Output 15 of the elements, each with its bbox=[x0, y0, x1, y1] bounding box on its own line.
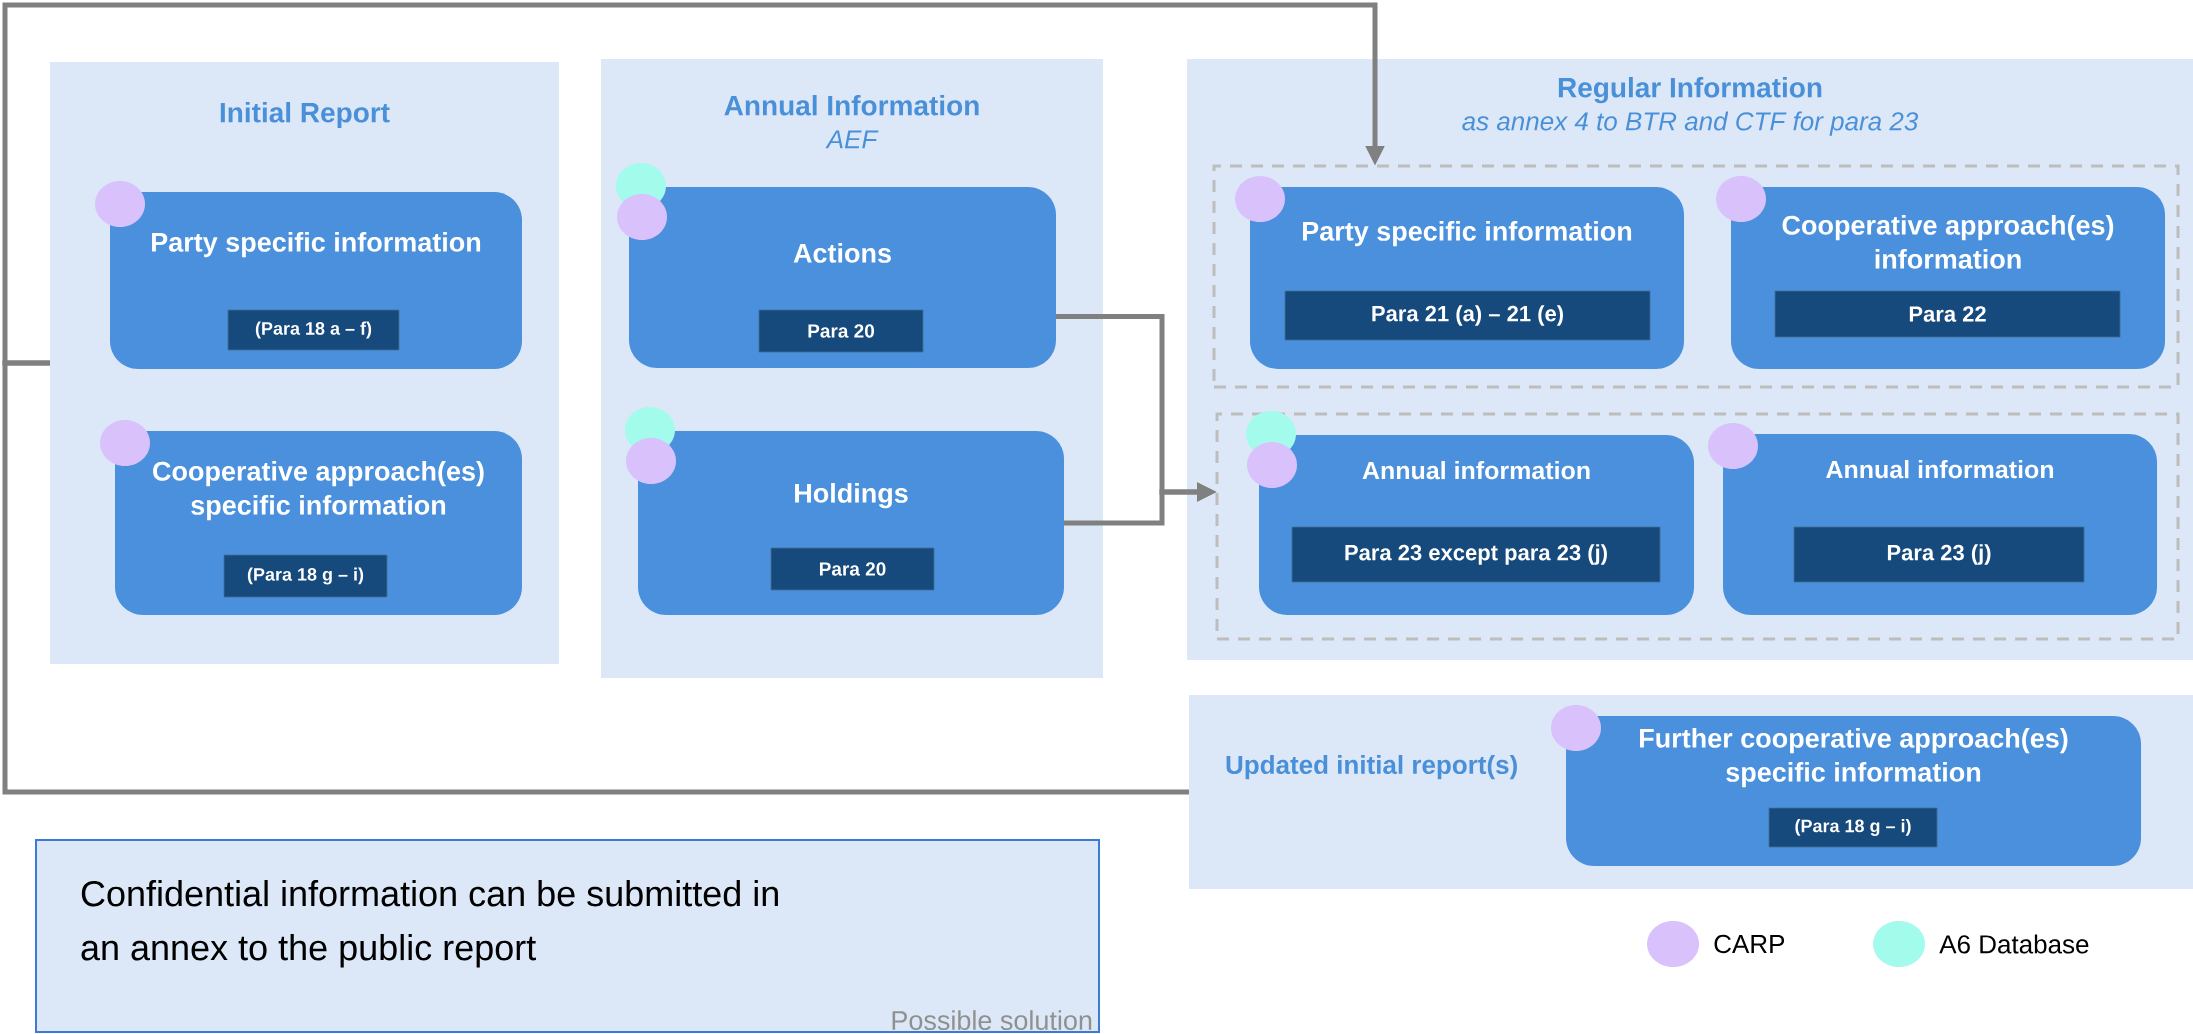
legend-label: CARP bbox=[1714, 934, 1785, 954]
reference-box: Para 23 except para 23 (j) bbox=[1291, 526, 1661, 583]
dashed-frame bbox=[1212, 164, 2180, 389]
reference-box: Para 22 bbox=[1774, 290, 2121, 338]
legend-label: A6 Database bbox=[1939, 934, 2089, 954]
reference-box: (Para 18 g – i) bbox=[1768, 807, 1938, 848]
reference-box: Para 20 bbox=[770, 547, 935, 591]
dashed-frame bbox=[1215, 412, 2180, 641]
reference-box: (Para 18 a – f) bbox=[227, 309, 400, 351]
reference-box: Para 23 (j) bbox=[1793, 526, 2085, 583]
reference-box: Para 21 (a) – 21 (e) bbox=[1284, 290, 1651, 341]
reference-box: (Para 18 g – i) bbox=[223, 554, 388, 598]
reference-box: Para 20 bbox=[758, 309, 924, 353]
connector-line bbox=[2, 360, 1189, 795]
note-box: Confidential information can be submitted in an annex to the public report Possible solution bbox=[35, 839, 1100, 1033]
